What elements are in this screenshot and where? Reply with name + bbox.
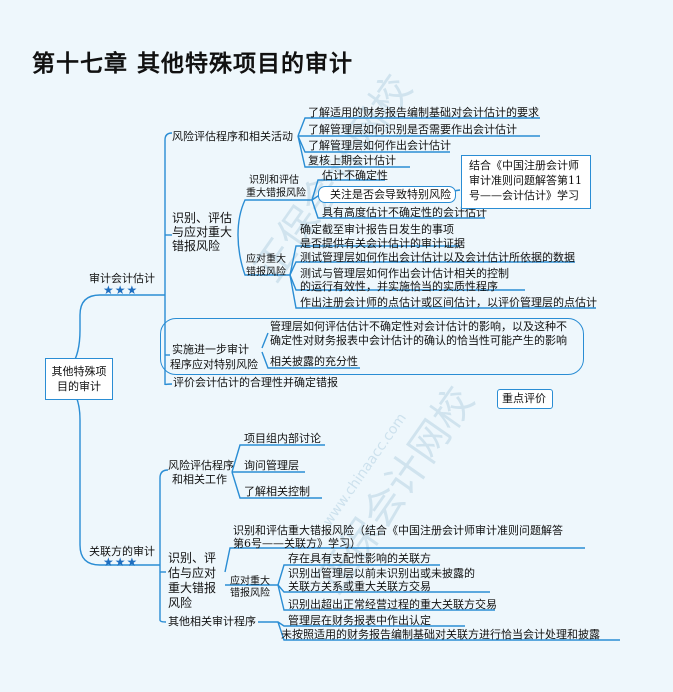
identify-label-3: 错报风险	[172, 239, 221, 253]
related-response-label-1: 应对重大	[230, 576, 270, 587]
list-item: 测试管理层如何作出会计估计以及会计估计所依据的数据	[300, 251, 575, 264]
note-callout	[461, 155, 591, 209]
list-item: 了解适用的财务报告编制基础对会计估计的要求	[308, 106, 539, 119]
note-line: 结合《中国注册会计师	[469, 159, 579, 172]
related-risk-label-1: 风险评估程序	[168, 459, 234, 472]
related-stars: ★★★	[103, 555, 139, 569]
page-title: 第十七章 其他特殊项目的审计	[32, 51, 354, 77]
list-item: 确定截至审计报告日发生的事项	[300, 223, 454, 236]
list-item: 识别和评估重大错报风险（结合《中国注册会计师审计准则问题解答	[233, 524, 563, 537]
root-node	[45, 358, 113, 400]
identify-sub-label-2: 重大错报风险	[246, 188, 306, 199]
risk-assessment-label: 风险评估程序和相关活动	[172, 130, 293, 143]
list-item: 项目组内部讨论	[244, 432, 321, 445]
list-item: 关注是否会导致特别风险	[330, 188, 451, 201]
related-risk-label-2: 和相关工作	[172, 473, 227, 486]
root-label: 其他特殊项目的审计	[51, 365, 107, 393]
response-label-2: 错报风险	[246, 267, 286, 278]
list-item: 未按照适用的财务报告编制基础对关联方进行恰当会计处理和披露	[281, 628, 600, 641]
related-response-label-2: 错报风险	[230, 588, 270, 599]
note-line: 审计准则问题解答第11	[469, 174, 582, 187]
list-item: 管理层在财务报表中作出认定	[288, 614, 431, 627]
list-item: 识别出超出正常经营过程的重大关联方交易	[288, 598, 497, 611]
identify-sub-label-1: 识别和评估	[249, 175, 299, 186]
list-item: 复核上期会计估计	[308, 154, 396, 167]
further-label-2: 程序应对特别风险	[170, 358, 258, 371]
related-identify-label-3: 重大错报	[168, 581, 217, 595]
related-other-label: 其他相关审计程序	[168, 615, 256, 628]
list-item: 估计不确定性	[322, 169, 388, 182]
evaluate-label: 评价会计估计的合理性并确定错报	[173, 376, 338, 389]
list-item: 管理层如何评估估计不确定性对会计估计的影响，以及这种不	[270, 320, 567, 333]
list-item: 了解相关控制	[244, 485, 310, 498]
list-item: 第6号——关联方》学习）	[233, 537, 361, 550]
key-area-box	[160, 318, 584, 375]
related-identify-label-2: 估与应对	[168, 566, 217, 580]
estimate-label: 审计会计估计	[89, 272, 155, 285]
estimate-stars: ★★★	[103, 283, 139, 297]
identify-label-1: 识别、评估	[172, 211, 233, 225]
list-item: 确定性对财务报表中会计估计的确认的恰当性可能产生的影响	[270, 334, 567, 347]
list-item: 测试与管理层如何作出会计估计相关的控制	[300, 267, 509, 280]
list-item: 识别出管理层以前未识别出或未披露的	[288, 567, 475, 580]
list-item: 作出注册会计师的点估计或区间估计，以评价管理层的点估计	[300, 296, 597, 309]
special-risk-box	[318, 186, 456, 203]
list-item: 是否提供有关会计估计的审计证据	[300, 237, 465, 250]
list-item: 关联方关系或重大关联方交易	[288, 580, 431, 593]
list-item: 了解管理层如何识别是否需要作出会计估计	[308, 123, 517, 136]
key-label: 重点评价	[502, 392, 546, 405]
identify-label-2: 与应对重大	[172, 225, 233, 239]
note-line: 号——会计估计》学习	[469, 189, 579, 202]
list-item: 了解管理层如何作出会计估计	[308, 139, 451, 152]
key-label-box	[497, 389, 553, 409]
related-identify-label-1: 识别、评	[168, 551, 217, 565]
list-item: 询问管理层	[244, 459, 299, 472]
related-label: 关联方的审计	[89, 545, 155, 558]
list-item: 的运行有效性，并实施恰当的实质性程序	[300, 280, 498, 293]
related-identify-label-4: 风险	[168, 596, 193, 610]
response-label-1: 应对重大	[246, 254, 286, 265]
list-item: 具有高度估计不确定性的会计估计	[322, 206, 487, 219]
list-item: 存在具有支配性影响的关联方	[288, 552, 431, 565]
further-label-1: 实施进一步审计	[172, 343, 249, 356]
list-item: 相关披露的充分性	[270, 355, 358, 368]
